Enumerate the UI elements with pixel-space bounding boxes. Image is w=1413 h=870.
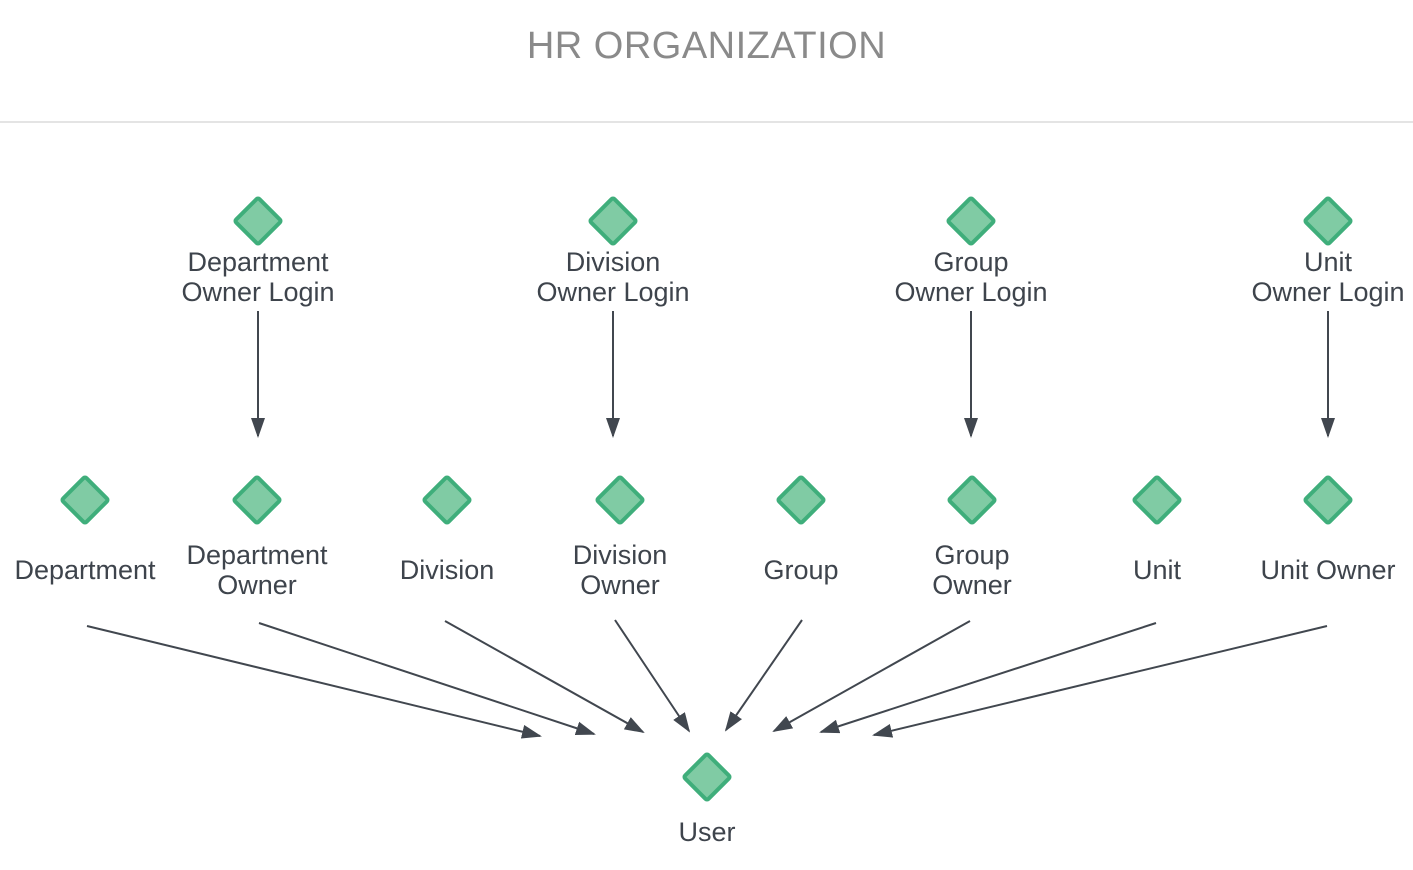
node-label-line: Owner: [217, 570, 297, 600]
node-label-line: Owner Login: [536, 277, 690, 307]
diamond-icon: [1130, 473, 1184, 527]
diamond-icon: [586, 194, 640, 248]
diamond-icon: [945, 473, 999, 527]
node-label-line: User: [678, 817, 736, 847]
diamond-icon: [1301, 473, 1355, 527]
divider: [0, 121, 1413, 123]
page-title: HR ORGANIZATION: [526, 25, 887, 67]
node-label-line: Division: [572, 540, 668, 570]
node-label-user: User: [678, 817, 735, 847]
edge-group-owner-to-user: [772, 620, 971, 732]
node-label-line: Division: [565, 247, 661, 277]
edge-department-owner-to-user: [258, 622, 596, 735]
edge-division-owner-to-user: [614, 619, 691, 733]
edge-unit-to-user: [819, 622, 1157, 734]
node-label-division: Division: [400, 555, 495, 585]
node-label-line: Group: [934, 540, 1010, 570]
edge-division-to-user: [444, 620, 645, 733]
node-label-line: Group: [763, 555, 839, 585]
node-label-line: Unit Owner: [1260, 555, 1396, 585]
node-label-unit: Unit: [1133, 555, 1181, 585]
node-label-line: Owner: [580, 570, 660, 600]
node-label-line: Department: [186, 540, 328, 570]
node-label-group: Group: [763, 555, 838, 585]
edge-department-to-user: [86, 625, 542, 739]
node-label-line: Division: [399, 555, 495, 585]
diamond-icon: [593, 473, 647, 527]
node-label-line: Owner Login: [894, 277, 1048, 307]
node-label-line: Owner Login: [181, 277, 335, 307]
diamond-icon: [58, 473, 112, 527]
edge-group-to-user: [724, 619, 803, 732]
diamond-icon: [230, 473, 284, 527]
node-label-unit-owner: Unit Owner: [1260, 555, 1395, 585]
node-label-line: Unit: [1303, 247, 1352, 277]
diamond-icon: [231, 194, 285, 248]
diamond-icon: [420, 473, 474, 527]
node-label-department: Department: [14, 555, 155, 585]
edge-unit-owner-to-user: [872, 625, 1328, 738]
node-label-line: Department: [14, 555, 156, 585]
node-label-line: Group: [933, 247, 1009, 277]
diamond-icon: [944, 194, 998, 248]
node-label-line: Owner: [932, 570, 1012, 600]
node-label-line: Department: [187, 247, 329, 277]
node-label-line: Unit: [1132, 555, 1182, 585]
diamond-icon: [1301, 194, 1355, 248]
diamond-icon: [680, 750, 734, 804]
node-label-line: Owner Login: [1251, 277, 1405, 307]
diamond-icon: [774, 473, 828, 527]
